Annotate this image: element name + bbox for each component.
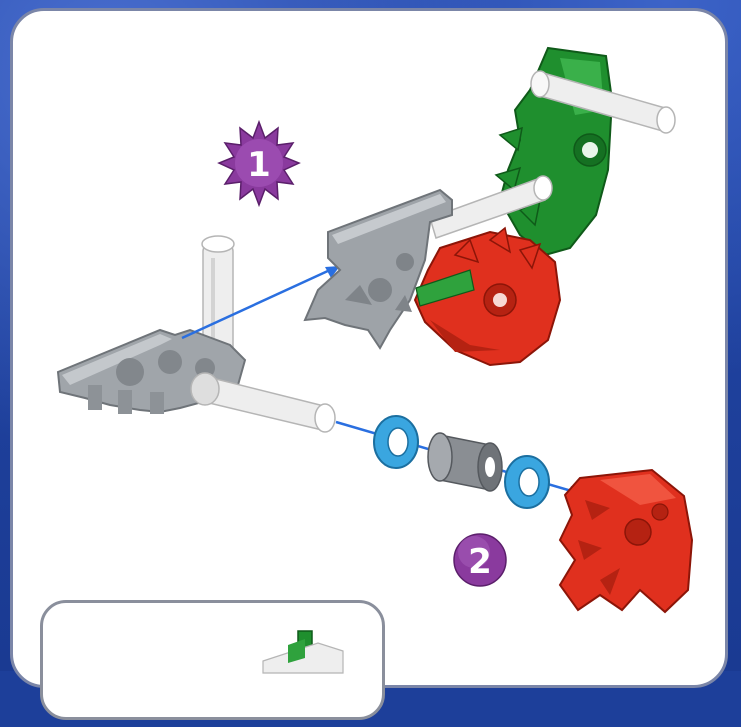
preview-illustration xyxy=(262,630,344,674)
blue-spacer-icon xyxy=(373,415,419,469)
red-connector-icon xyxy=(413,226,562,367)
red-connector-bottom-icon xyxy=(558,468,694,614)
gray-connector-icon xyxy=(56,235,336,433)
blue-spacer-2-icon xyxy=(504,455,550,509)
step-2-number: 2 xyxy=(468,542,492,582)
preview-green-connector-icon xyxy=(262,630,344,674)
step-1-number: 1 xyxy=(247,145,271,185)
step-2-badge: 2 xyxy=(453,533,507,587)
upper-assembly xyxy=(303,46,676,367)
assembly-illustration: 1 2 xyxy=(56,46,694,614)
arrow-step-1 xyxy=(181,266,340,340)
step-1-badge: 1 xyxy=(217,119,301,208)
gray-connector-right-icon xyxy=(303,188,453,350)
gray-spacer-icon xyxy=(427,432,503,492)
preview-inset xyxy=(40,600,385,720)
